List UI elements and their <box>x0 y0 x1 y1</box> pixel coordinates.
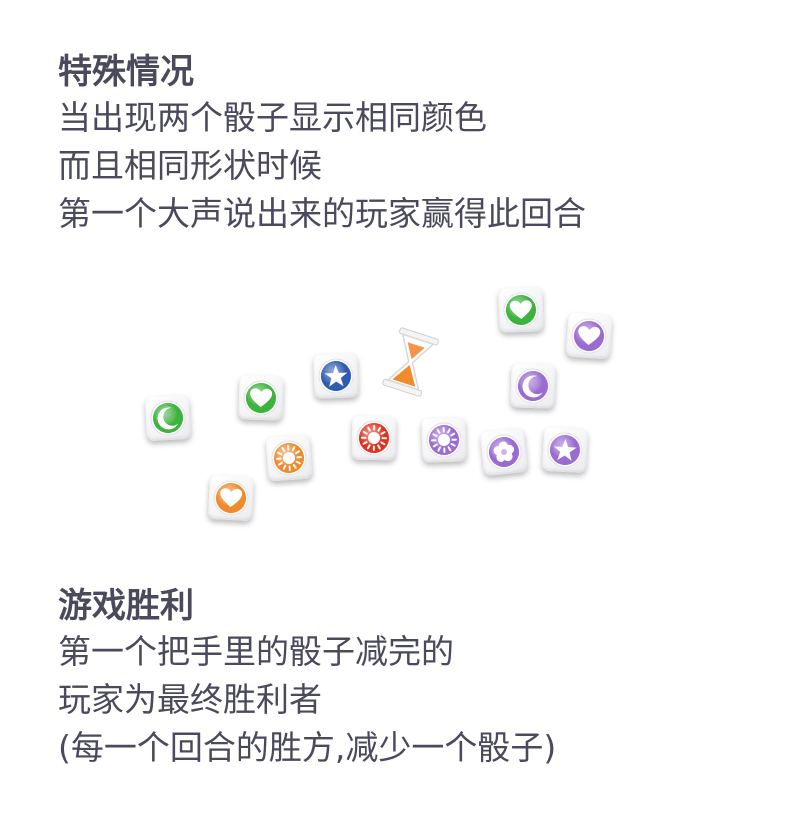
special-case-line: 第一个大声说出来的玩家赢得此回合 <box>58 194 586 233</box>
moon-icon <box>150 400 186 436</box>
die <box>565 312 613 360</box>
die <box>479 427 529 477</box>
victory-title: 游戏胜利 <box>58 586 194 626</box>
die <box>498 287 544 333</box>
victory-section: 游戏胜利 第一个把手里的骰子减完的 玩家为最终胜利者 (每一个回合的胜方,减少一… <box>58 584 556 772</box>
dice-illustration <box>0 270 790 540</box>
die <box>265 434 313 482</box>
sun-icon <box>356 420 392 456</box>
heart-icon <box>503 292 539 328</box>
heart-icon <box>571 318 607 354</box>
die <box>351 415 397 461</box>
sun-icon <box>426 422 462 458</box>
sun-icon <box>271 440 307 476</box>
die <box>144 394 192 442</box>
heart-icon <box>213 480 249 516</box>
star-icon <box>318 358 354 394</box>
flower-icon <box>486 434 522 470</box>
victory-line: 第一个把手里的骰子减完的 <box>58 632 454 671</box>
die <box>421 417 467 463</box>
die <box>541 426 589 474</box>
hourglass-icon <box>375 324 445 405</box>
special-case-section: 特殊情况 当出现两个骰子显示相同颜色 而且相同形状时候 第一个大声说出来的玩家赢… <box>58 50 586 238</box>
victory-line: 玩家为最终胜利者 <box>58 680 322 719</box>
moon-icon <box>515 368 551 404</box>
special-case-line: 而且相同形状时候 <box>58 146 322 185</box>
victory-line: (每一个回合的胜方,减少一个骰子) <box>58 728 557 767</box>
die <box>510 363 556 409</box>
special-case-title: 特殊情况 <box>58 52 194 92</box>
heart-icon <box>243 380 279 416</box>
die <box>207 474 255 522</box>
die <box>238 375 284 421</box>
star-icon <box>547 432 583 468</box>
special-case-line: 当出现两个骰子显示相同颜色 <box>58 98 487 137</box>
die <box>313 353 359 399</box>
